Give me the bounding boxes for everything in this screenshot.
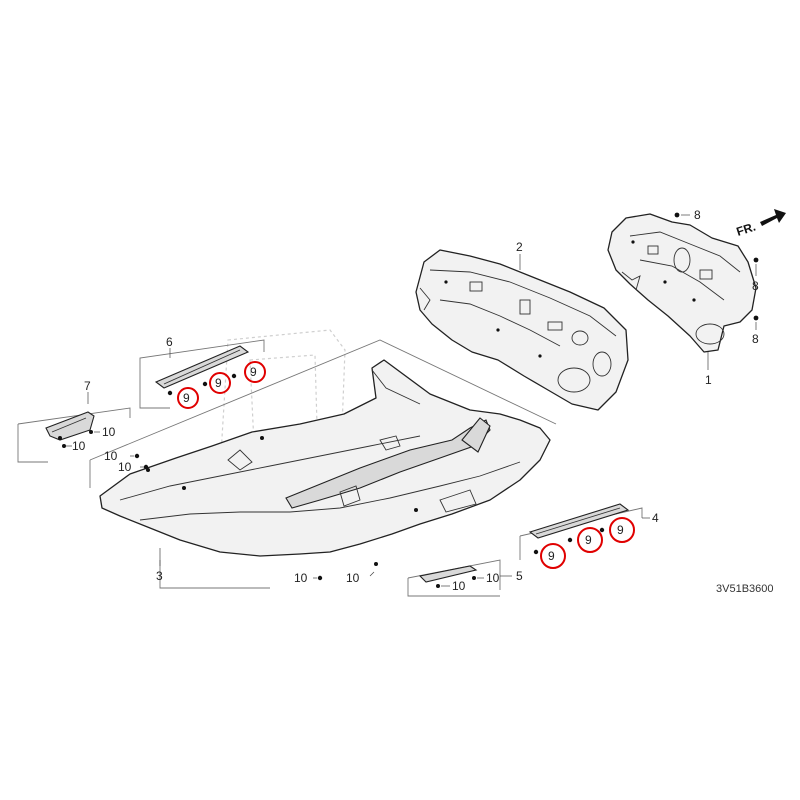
fastener-10-carpet-group: 10 10 10 10 — [104, 449, 375, 585]
highlight-circle — [609, 517, 635, 543]
fastener-8-group: 8 8 8 — [674, 208, 759, 346]
callout-10-c-c: 10 — [294, 571, 308, 585]
diagram-code: 3V51B3600 — [716, 583, 774, 595]
highlight-circle — [244, 361, 266, 383]
callout-10-p7-a: 10 — [102, 425, 116, 439]
highlight-circle — [577, 527, 603, 553]
callout-9-right-c: 9 — [617, 523, 624, 537]
fastener-9-left-group: 9 9 9 — [177, 361, 266, 409]
callout-8-top: 8 — [694, 208, 701, 222]
fastener-9-right-group: 9 9 9 — [540, 517, 635, 569]
callout-2: 2 — [516, 240, 523, 254]
part-1-dashboard-insulator — [607, 213, 757, 370]
front-direction-indicator: FR. — [735, 209, 786, 239]
callout-9-left-a: 9 — [183, 391, 190, 405]
callout-10-p5-b: 10 — [486, 571, 500, 585]
front-label: FR. — [735, 220, 758, 239]
callout-5: 5 — [516, 569, 523, 583]
part-2-dashboard-insulator-inner — [415, 249, 629, 411]
highlight-circle — [540, 543, 566, 569]
highlight-circle — [177, 387, 199, 409]
part-3-floor-carpet — [89, 339, 557, 589]
callout-10-c-d: 10 — [346, 571, 360, 585]
highlight-circle — [209, 372, 231, 394]
callout-10-c-b: 10 — [118, 460, 132, 474]
callout-1: 1 — [705, 373, 712, 387]
callout-9-right-b: 9 — [585, 533, 592, 547]
callout-7: 7 — [84, 379, 91, 393]
callout-9-left-b: 9 — [215, 376, 222, 390]
part-4-group — [519, 503, 650, 560]
callout-10-c-a: 10 — [104, 449, 118, 463]
part-5-group: 10 10 — [407, 559, 512, 597]
callout-10-p7-b: 10 — [72, 439, 86, 453]
callout-8-mid: 8 — [752, 279, 759, 293]
callout-10-p5-a: 10 — [452, 579, 466, 593]
callout-3: 3 — [156, 569, 163, 583]
callout-9-left-c: 9 — [250, 365, 257, 379]
callout-9-right-a: 9 — [548, 549, 555, 563]
front-arrow-icon — [760, 209, 786, 226]
callout-4: 4 — [652, 511, 659, 525]
part-7-group: 10 10 — [17, 392, 131, 463]
callout-6: 6 — [166, 335, 173, 349]
callout-8-low: 8 — [752, 332, 759, 346]
part-6-group — [139, 339, 265, 409]
